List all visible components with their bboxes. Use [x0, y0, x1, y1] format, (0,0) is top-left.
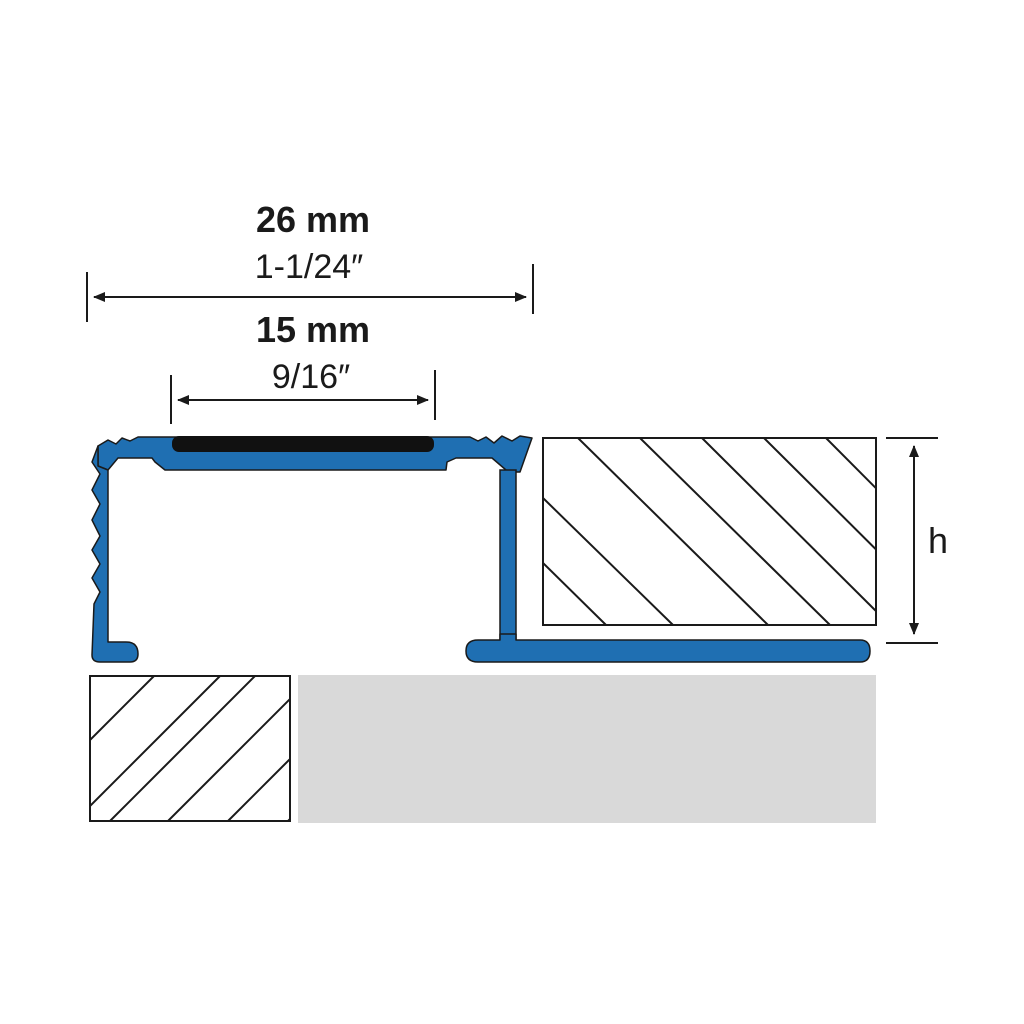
insert-width-dimension: 15 mm 9/16″	[170, 309, 436, 424]
substrate-block	[298, 675, 876, 823]
profile-center-web	[499, 469, 517, 641]
overall-width-metric: 26 mm	[256, 199, 370, 240]
insert-strip	[172, 436, 434, 452]
insert-width-imperial: 9/16″	[272, 358, 350, 396]
overall-width-dimension: 26 mm 1-1/24″	[86, 199, 534, 322]
height-label: h	[928, 520, 948, 561]
overall-width-imperial: 1-1/24″	[255, 248, 363, 286]
profile-left-wall	[91, 445, 139, 663]
profile-anchor-leg	[465, 633, 871, 663]
left-tile-hatched	[89, 675, 291, 822]
right-tile-hatched	[542, 437, 877, 626]
insert-width-metric: 15 mm	[256, 309, 370, 350]
height-dimension: h	[886, 437, 948, 644]
